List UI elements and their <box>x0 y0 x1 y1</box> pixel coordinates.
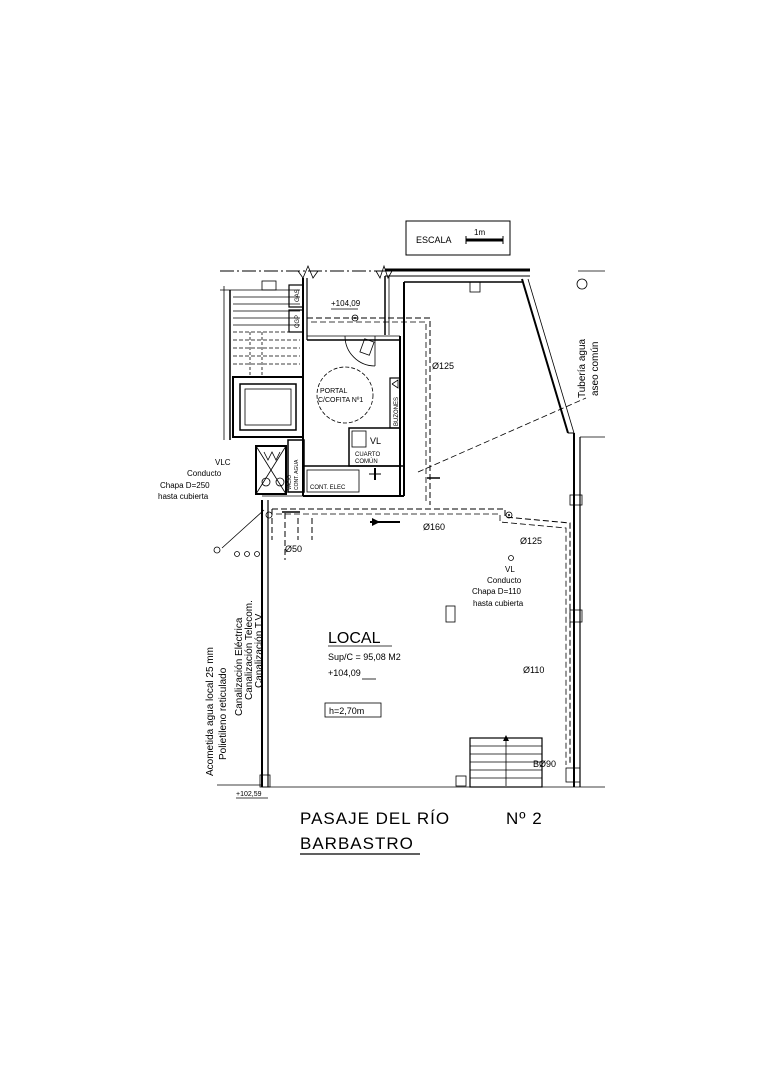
local-name: LOCAL <box>328 630 381 647</box>
local-labels: LOCAL Sup/C = 95,08 M2 +104,09 h=2,70m <box>324 605 456 718</box>
title-number: Nº 2 <box>506 809 543 828</box>
property-boundary <box>220 264 605 279</box>
vl-room-label: VL <box>370 436 381 446</box>
service-shafts: CONT. AGUA VACÍO CONT. ELEC <box>286 439 360 493</box>
vl-note-4: hasta cubierta <box>473 599 524 608</box>
scale-label: ESCALA <box>416 235 452 245</box>
pipe-d160: Ø160 <box>423 522 445 532</box>
right-wing-walls <box>262 278 605 787</box>
staircase <box>220 280 304 440</box>
vl-note-3: Chapa D=110 <box>472 587 522 596</box>
cuarto-label-2: COMÚN <box>355 458 378 465</box>
canalizacion-2: Canalización Telecom. <box>244 600 255 700</box>
vlc-shaft <box>255 445 287 495</box>
drawing-title: PASAJE DEL RÍO Nº 2 BARBASTRO <box>300 809 543 855</box>
title-city: BARBASTRO <box>300 834 414 853</box>
gas-label: GAS <box>295 289 301 302</box>
pipe-d110: Ø110 <box>523 665 544 675</box>
local-height: h=2,70m <box>329 706 364 716</box>
vlc-note-4: hasta cubierta <box>158 492 209 501</box>
portal-sublabel: C/COFITA Nº1 <box>318 397 363 404</box>
local-level: +104,09 <box>328 668 361 678</box>
acometida-1: Acometida agua local 25 mm <box>205 647 216 776</box>
cont-agua-label: CONT. AGUA <box>294 459 300 490</box>
vlc-note-1: VLC <box>215 458 231 467</box>
pipe-d125-top: Ø125 <box>432 361 454 371</box>
entrance-level-text: +104,09 <box>331 299 361 308</box>
pipe-d50: Ø50 <box>285 544 302 554</box>
dashed-ducts <box>265 317 571 765</box>
canalizacion-3: Canalización T.V. <box>254 612 265 688</box>
water-pipe-note-2: aseo común <box>590 342 601 396</box>
street-level: +102,59 <box>236 791 268 799</box>
vlc-note-3: Chapa D=250 <box>160 481 210 490</box>
cuarto-comun: VL CUARTO COMÚN <box>348 427 401 480</box>
water-pipe-note: Tubería agua aseo común <box>417 278 601 473</box>
vlc-note-2: Conducto <box>187 469 222 478</box>
vl-note: VL Conducto Chapa D=110 hasta cubierta <box>472 555 524 608</box>
acometida-2: Polietileno reticulado <box>218 667 229 760</box>
canalizacion-1: Canalización Eléctrica <box>234 617 245 716</box>
scale-box: ESCALA 1m <box>405 220 511 256</box>
cgp-label: CGP <box>295 315 301 328</box>
scale-unit: 1m <box>474 228 485 237</box>
water-pipe-note-1: Tubería agua <box>577 338 588 398</box>
local-walls <box>259 500 605 788</box>
buzones-label: BUZONES <box>394 397 400 426</box>
title-street: PASAJE DEL RÍO <box>300 809 450 828</box>
local-surface: Sup/C = 95,08 M2 <box>328 652 401 662</box>
pipe-d125-right: Ø125 <box>520 536 542 546</box>
meter-boxes: GAS CGP <box>288 284 304 333</box>
portal-label: PORTAL <box>320 388 347 395</box>
cont-elec-label: CONT. ELEC <box>310 485 346 491</box>
service-entry-notes: Acometida agua local 25 mm Polietileno r… <box>205 509 265 786</box>
buzones: BUZONES <box>389 377 401 429</box>
entry-steps <box>469 735 543 788</box>
street-level-text: +102,59 <box>236 791 262 798</box>
vacio-label: VACÍO <box>286 475 293 490</box>
cuarto-label-1: CUARTO <box>355 452 380 458</box>
vlc-note: VLC Conducto Chapa D=250 hasta cubierta <box>158 458 231 501</box>
vl-note-2: Conducto <box>487 576 522 585</box>
pipe-b090: BØ90 <box>533 759 556 769</box>
vl-note-1: VL <box>505 565 515 574</box>
